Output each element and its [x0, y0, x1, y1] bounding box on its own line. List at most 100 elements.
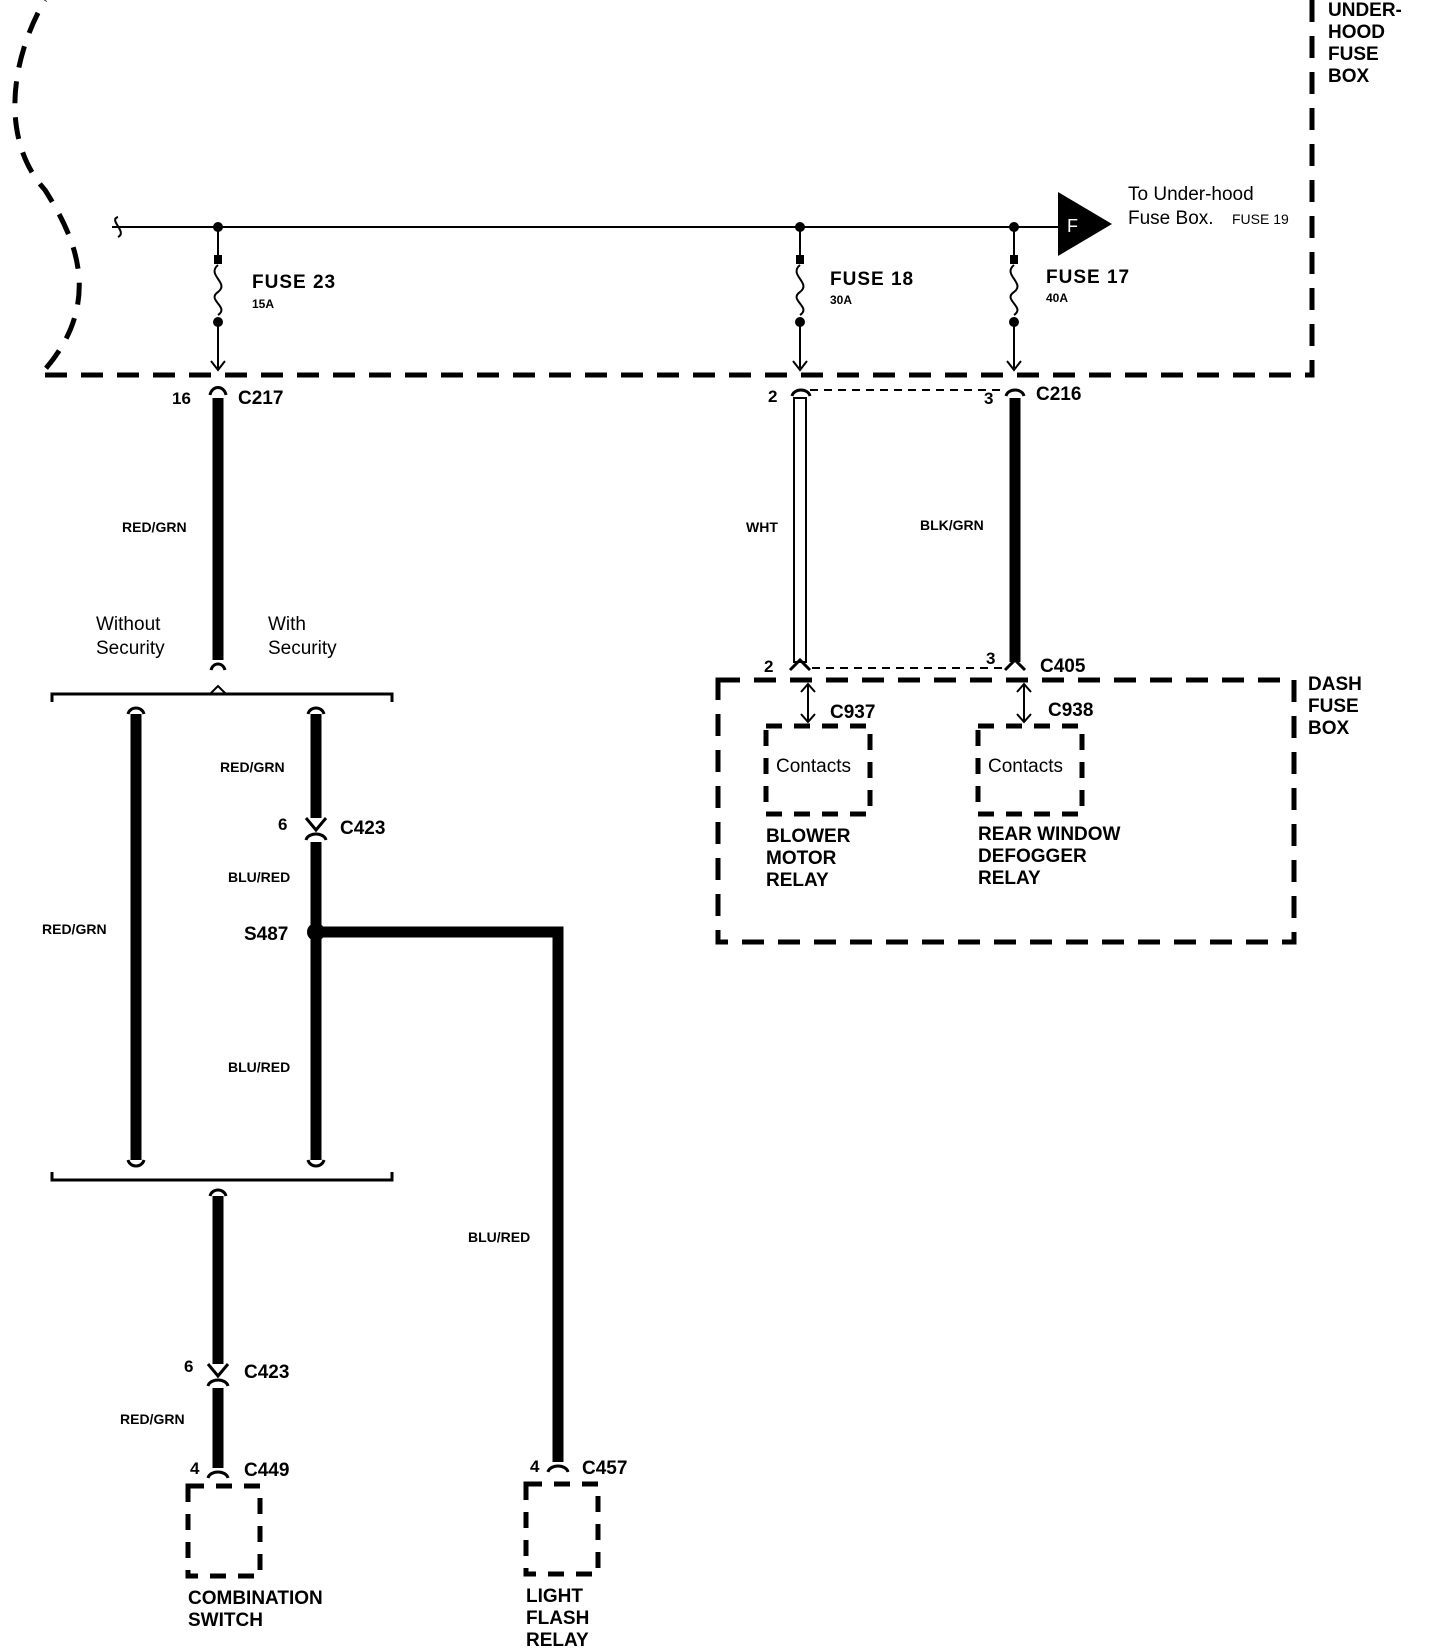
c216-pin-left: 2	[768, 387, 777, 406]
connector-c423-lower-icon	[206, 1378, 230, 1387]
underhood-title-3: FUSE	[1328, 44, 1379, 65]
wire-blk-grn-color: BLK/GRN	[920, 517, 984, 533]
c217-name: C217	[238, 388, 283, 409]
combination-switch-label-1: COMBINATION	[188, 1588, 323, 1609]
blower-relay-name-1: BLOWER	[766, 826, 851, 847]
fuse-17-label: FUSE 17	[1046, 267, 1130, 288]
wire-cap	[208, 1188, 228, 1197]
s487-label: S487	[244, 924, 288, 945]
c937-name: C937	[830, 702, 875, 723]
c423-upper-pin: 6	[278, 815, 287, 834]
feed-triangle-icon	[1058, 192, 1112, 256]
fuse-terminal	[1009, 317, 1019, 327]
wire-bottom-color: RED/GRN	[120, 1411, 185, 1427]
fuse-terminal	[214, 255, 222, 264]
defogger-relay-contacts-box	[975, 723, 1085, 817]
connector-c405-icon	[788, 657, 812, 672]
blower-relay-contacts-box	[763, 723, 873, 817]
blower-relay-name-2: MOTOR	[766, 848, 837, 869]
fuse-terminal	[795, 317, 805, 327]
c405-pin-right: 3	[986, 649, 995, 668]
wire-cap	[306, 1159, 326, 1168]
combination-switch-box	[185, 1483, 263, 1579]
combination-switch-label-2: SWITCH	[188, 1610, 263, 1631]
c423-upper-name: C423	[340, 818, 385, 839]
c423-lower-pin: 6	[184, 1357, 193, 1376]
option-bracket-top	[50, 692, 394, 702]
c216-name: C216	[1036, 384, 1081, 405]
arrow-down-icon	[800, 713, 816, 724]
wire-wht	[793, 397, 807, 663]
connector-c457-icon	[546, 1464, 570, 1473]
underhood-fuse-box	[12, 0, 1315, 378]
light-flash-relay-label-2: FLASH	[526, 1608, 589, 1629]
connector-c449-icon	[206, 1470, 230, 1479]
option-with-1: With	[268, 614, 306, 635]
connector-c423-upper-icon	[304, 817, 328, 833]
c216-pin-right: 3	[984, 389, 993, 408]
fuse-18-rating: 30A	[830, 293, 852, 307]
underhood-title-2: HOOD	[1328, 22, 1385, 43]
fuse-terminal	[1010, 255, 1018, 264]
defogger-relay-name-3: RELAY	[978, 868, 1041, 889]
c457-name: C457	[582, 1458, 627, 1479]
c405-pin-left: 2	[764, 657, 773, 676]
underhood-title-4: BOX	[1328, 66, 1370, 87]
option-without-2: Security	[96, 638, 165, 659]
fuse-17-rating: 40A	[1046, 291, 1068, 305]
option-with-2: Security	[268, 638, 337, 659]
arrow-down-icon	[1016, 713, 1032, 724]
defogger-contacts-label: Contacts	[988, 756, 1063, 777]
feed-symbol: F	[1067, 216, 1078, 236]
wire-flash-color: BLU/RED	[468, 1229, 530, 1245]
option-without-1: Without	[96, 614, 161, 635]
feed-line-2: Fuse Box.	[1128, 208, 1214, 229]
blower-contacts-label: Contacts	[776, 756, 851, 777]
light-flash-relay-label-1: LIGHT	[526, 1586, 583, 1607]
c423-lower-name: C423	[244, 1362, 289, 1383]
fuse-23-rating: 15A	[252, 297, 274, 311]
fuse-terminal	[796, 255, 804, 264]
connector-c217-icon	[208, 386, 228, 396]
c449-name: C449	[244, 1460, 289, 1481]
defogger-relay-name-2: DEFOGGER	[978, 846, 1087, 867]
light-flash-relay-box	[523, 1481, 601, 1577]
light-flash-relay-label-3: RELAY	[526, 1630, 589, 1646]
fuse-terminal	[213, 317, 223, 327]
bracket-point	[209, 684, 227, 695]
dash-title-2: FUSE	[1308, 696, 1359, 717]
wire-cap	[126, 1159, 146, 1168]
wire-wht-color: WHT	[746, 519, 778, 535]
connector-c423-upper-icon	[304, 832, 328, 841]
feed-line-1: To Under-hood	[1128, 184, 1254, 205]
connector-c405-icon	[1003, 657, 1027, 672]
c938-name: C938	[1048, 700, 1093, 721]
c449-pin: 4	[190, 1459, 200, 1478]
feed-fuse-ref: FUSE 19	[1232, 211, 1289, 227]
c405-name: C405	[1040, 656, 1086, 677]
wire-blu-red-flash	[322, 926, 564, 1462]
connector-c423-lower-icon	[206, 1363, 230, 1379]
connector-c216-icon	[1004, 388, 1026, 397]
bus-break-symbol	[114, 216, 122, 238]
splice-arc	[209, 662, 227, 671]
fuse-18	[792, 227, 808, 372]
dash-title-3: BOX	[1308, 718, 1350, 739]
underhood-title-1: UNDER-	[1328, 0, 1402, 21]
wire-blu-red-2-color: BLU/RED	[228, 1059, 290, 1075]
arrow-up-icon	[800, 682, 816, 693]
option-bracket-bottom	[50, 1172, 394, 1182]
fuse-18-label: FUSE 18	[830, 269, 914, 290]
blower-relay-name-3: RELAY	[766, 870, 829, 891]
fuse-17	[1006, 227, 1022, 372]
dash-title-1: DASH	[1308, 674, 1362, 695]
wire-with-top-color: RED/GRN	[220, 759, 285, 775]
dash-fuse-box	[715, 677, 1297, 945]
wire-c217-color: RED/GRN	[122, 519, 187, 535]
defogger-relay-name-1: REAR WINDOW	[978, 824, 1121, 845]
fuse-23	[210, 227, 226, 372]
wire-without-color: RED/GRN	[42, 921, 107, 937]
wire-cap	[306, 706, 326, 715]
